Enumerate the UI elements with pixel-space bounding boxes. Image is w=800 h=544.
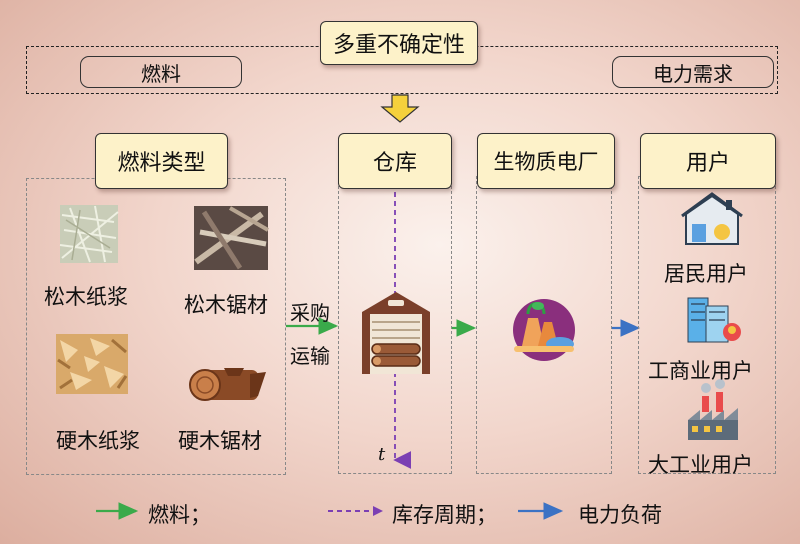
fuel-label-hardwood-lumber: 硬木锯材 <box>178 429 262 453</box>
legend-inventory-label: 库存周期； <box>392 503 497 527</box>
legend-power-label: 电力负荷 <box>578 503 662 527</box>
uncertainty-title: 多重不确定性 <box>320 21 478 65</box>
user-label-industrial: 大工业用户 <box>648 453 753 477</box>
legend-fuel-label: 燃料； <box>148 503 211 527</box>
hardwood-pulp-image <box>56 334 128 394</box>
fuel-types-header: 燃料类型 <box>95 133 228 189</box>
pine-pulp-image <box>59 205 119 263</box>
warehouse-header: 仓库 <box>338 133 452 189</box>
commercial-building-icon <box>687 297 741 343</box>
fuel-label-pine-pulp: 松木纸浆 <box>44 285 128 309</box>
fuel-uncertainty-label: 燃料 <box>80 56 242 88</box>
legend-inventory-arrowhead <box>373 506 383 516</box>
fuel-label-hardwood-pulp: 硬木纸浆 <box>56 429 140 453</box>
user-label-residential: 居民用户 <box>664 262 748 286</box>
factory-icon <box>688 379 738 440</box>
plant-group <box>476 176 612 474</box>
transport-label-line1: 采购 <box>290 301 330 325</box>
log-icon <box>189 368 266 401</box>
down-block-arrow <box>380 94 420 123</box>
demand-uncertainty-label: 电力需求 <box>612 56 774 88</box>
warehouse-icon <box>362 292 430 374</box>
users-group <box>638 176 776 474</box>
plant-header: 生物质电厂 <box>477 133 615 189</box>
users-header: 用户 <box>640 133 776 189</box>
pine-lumber-image <box>194 206 270 270</box>
transport-label-line2: 运输 <box>290 344 330 368</box>
time-axis-label: t <box>378 444 386 465</box>
fuel-label-pine-lumber: 松木锯材 <box>184 293 268 317</box>
warehouse-group <box>338 176 452 474</box>
house-icon <box>681 192 743 245</box>
biomass-plant-icon <box>513 299 575 361</box>
user-label-commercial: 工商业用户 <box>648 359 753 383</box>
